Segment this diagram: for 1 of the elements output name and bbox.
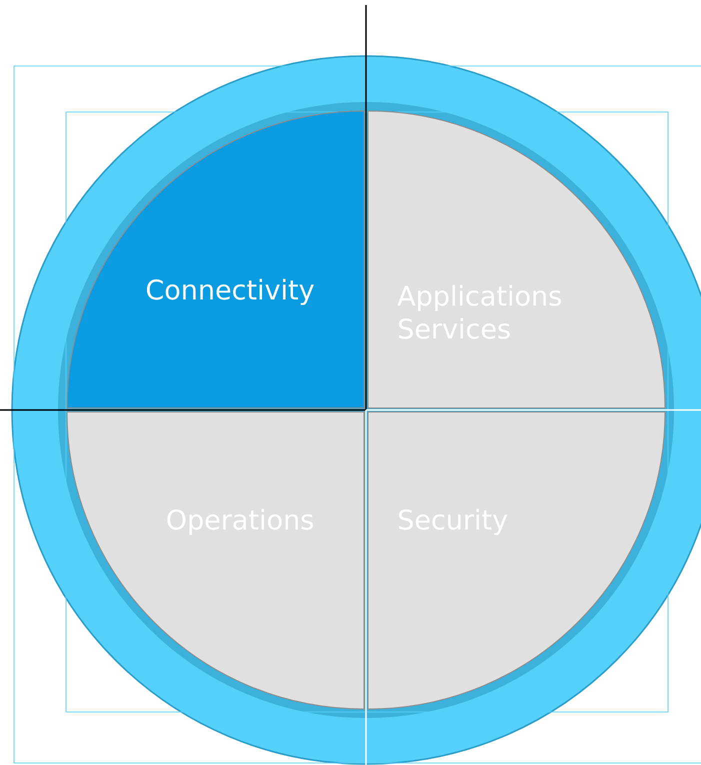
quadrant: Connectivity bbox=[66, 110, 364, 408]
